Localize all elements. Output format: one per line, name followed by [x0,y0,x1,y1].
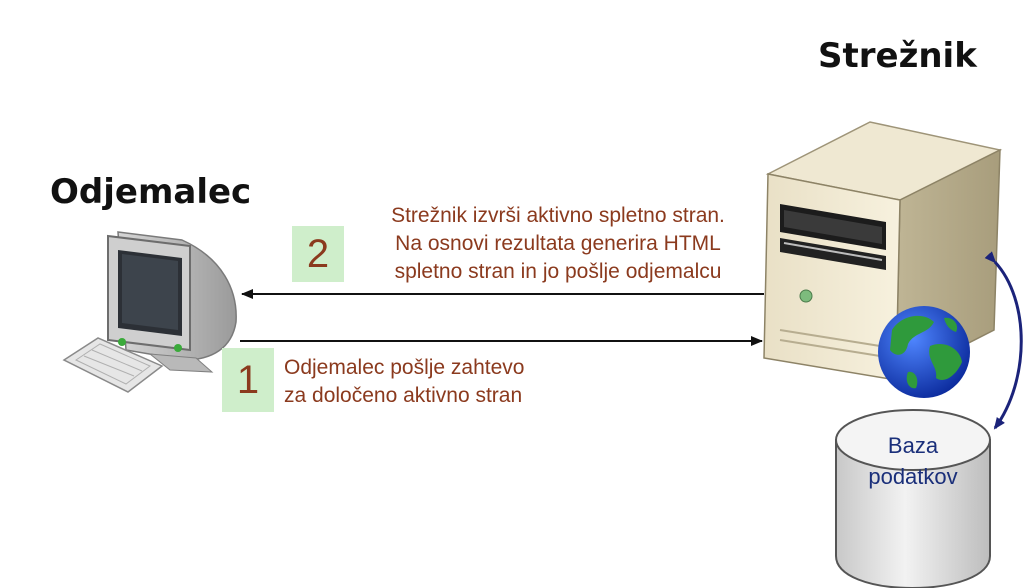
step-2-number: 2 [292,226,344,282]
database-cylinder-icon [835,409,991,588]
database-label: Baza podatkov [838,430,988,492]
database-label-line: podatkov [868,464,958,489]
globe-icon [878,306,970,398]
step-2-line: Strežnik izvrši aktivno spletno stran. [391,204,725,227]
step-2-line: Na osnovi rezultata generira HTML [395,232,721,255]
computer-monitor-icon [107,231,237,373]
client-title: Odjemalec [50,172,252,212]
step-2-line: spletno stran in jo pošlje odjemalcu [394,260,722,283]
step-1-description: Odjemalec pošlje zahtevo za določeno akt… [284,354,584,410]
server-database-link [984,251,1023,430]
step-1-number: 1 [222,348,274,412]
database-label-line: Baza [887,433,939,458]
step-2-description: Strežnik izvrši aktivno spletno stran. N… [352,202,764,286]
server-tower-icon [763,121,1003,382]
server-title: Strežnik [818,36,977,76]
keyboard-icon [62,337,164,393]
step-1-line: za določeno aktivno stran [284,384,523,407]
step-1-line: Odjemalec pošlje zahtevo [284,356,525,379]
